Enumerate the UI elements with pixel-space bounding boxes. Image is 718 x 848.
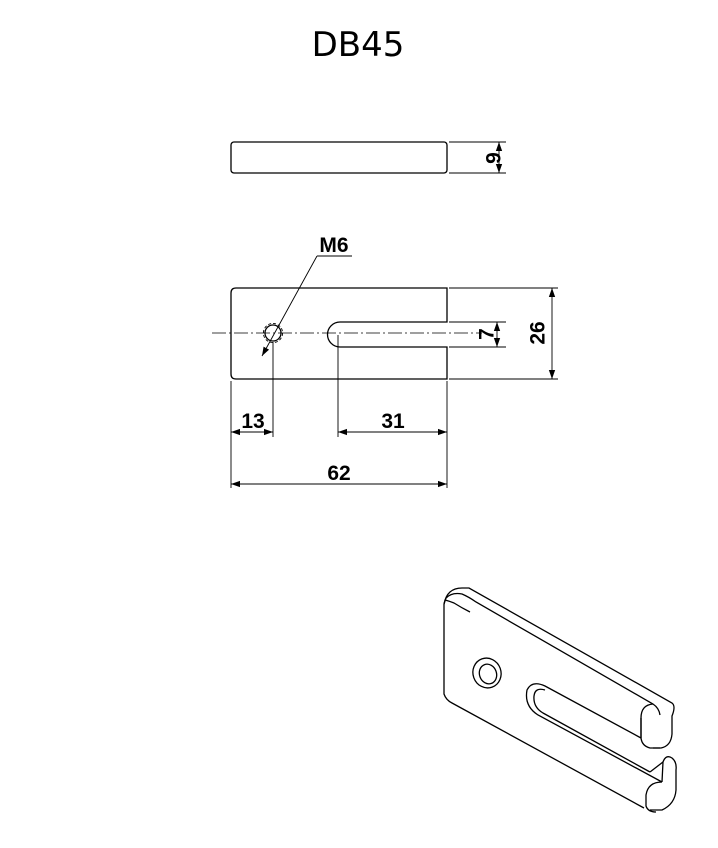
tapped-hole — [264, 324, 282, 342]
iso-hole-outer — [472, 657, 502, 689]
slot-length-dimension: 31 — [381, 410, 405, 433]
hole-offset-dimension: 13 — [241, 410, 264, 433]
overall-length-dimension: 62 — [327, 462, 350, 485]
thread-leader — [261, 255, 318, 357]
plate-outline — [230, 287, 448, 380]
drawing-title: DB45 — [312, 25, 405, 65]
isometric-view — [443, 587, 677, 813]
slot-width-dimension: 7 — [476, 328, 499, 340]
thickness-dimension: 9 — [483, 152, 506, 164]
height-dimension: 26 — [527, 321, 550, 344]
side-view: 9 — [230, 141, 506, 174]
thread-circle — [262, 322, 284, 344]
iso-hole-inner — [478, 663, 498, 685]
thread-label: M6 — [319, 234, 348, 257]
front-view: M6 7 26 13 31 62 — [212, 234, 558, 488]
